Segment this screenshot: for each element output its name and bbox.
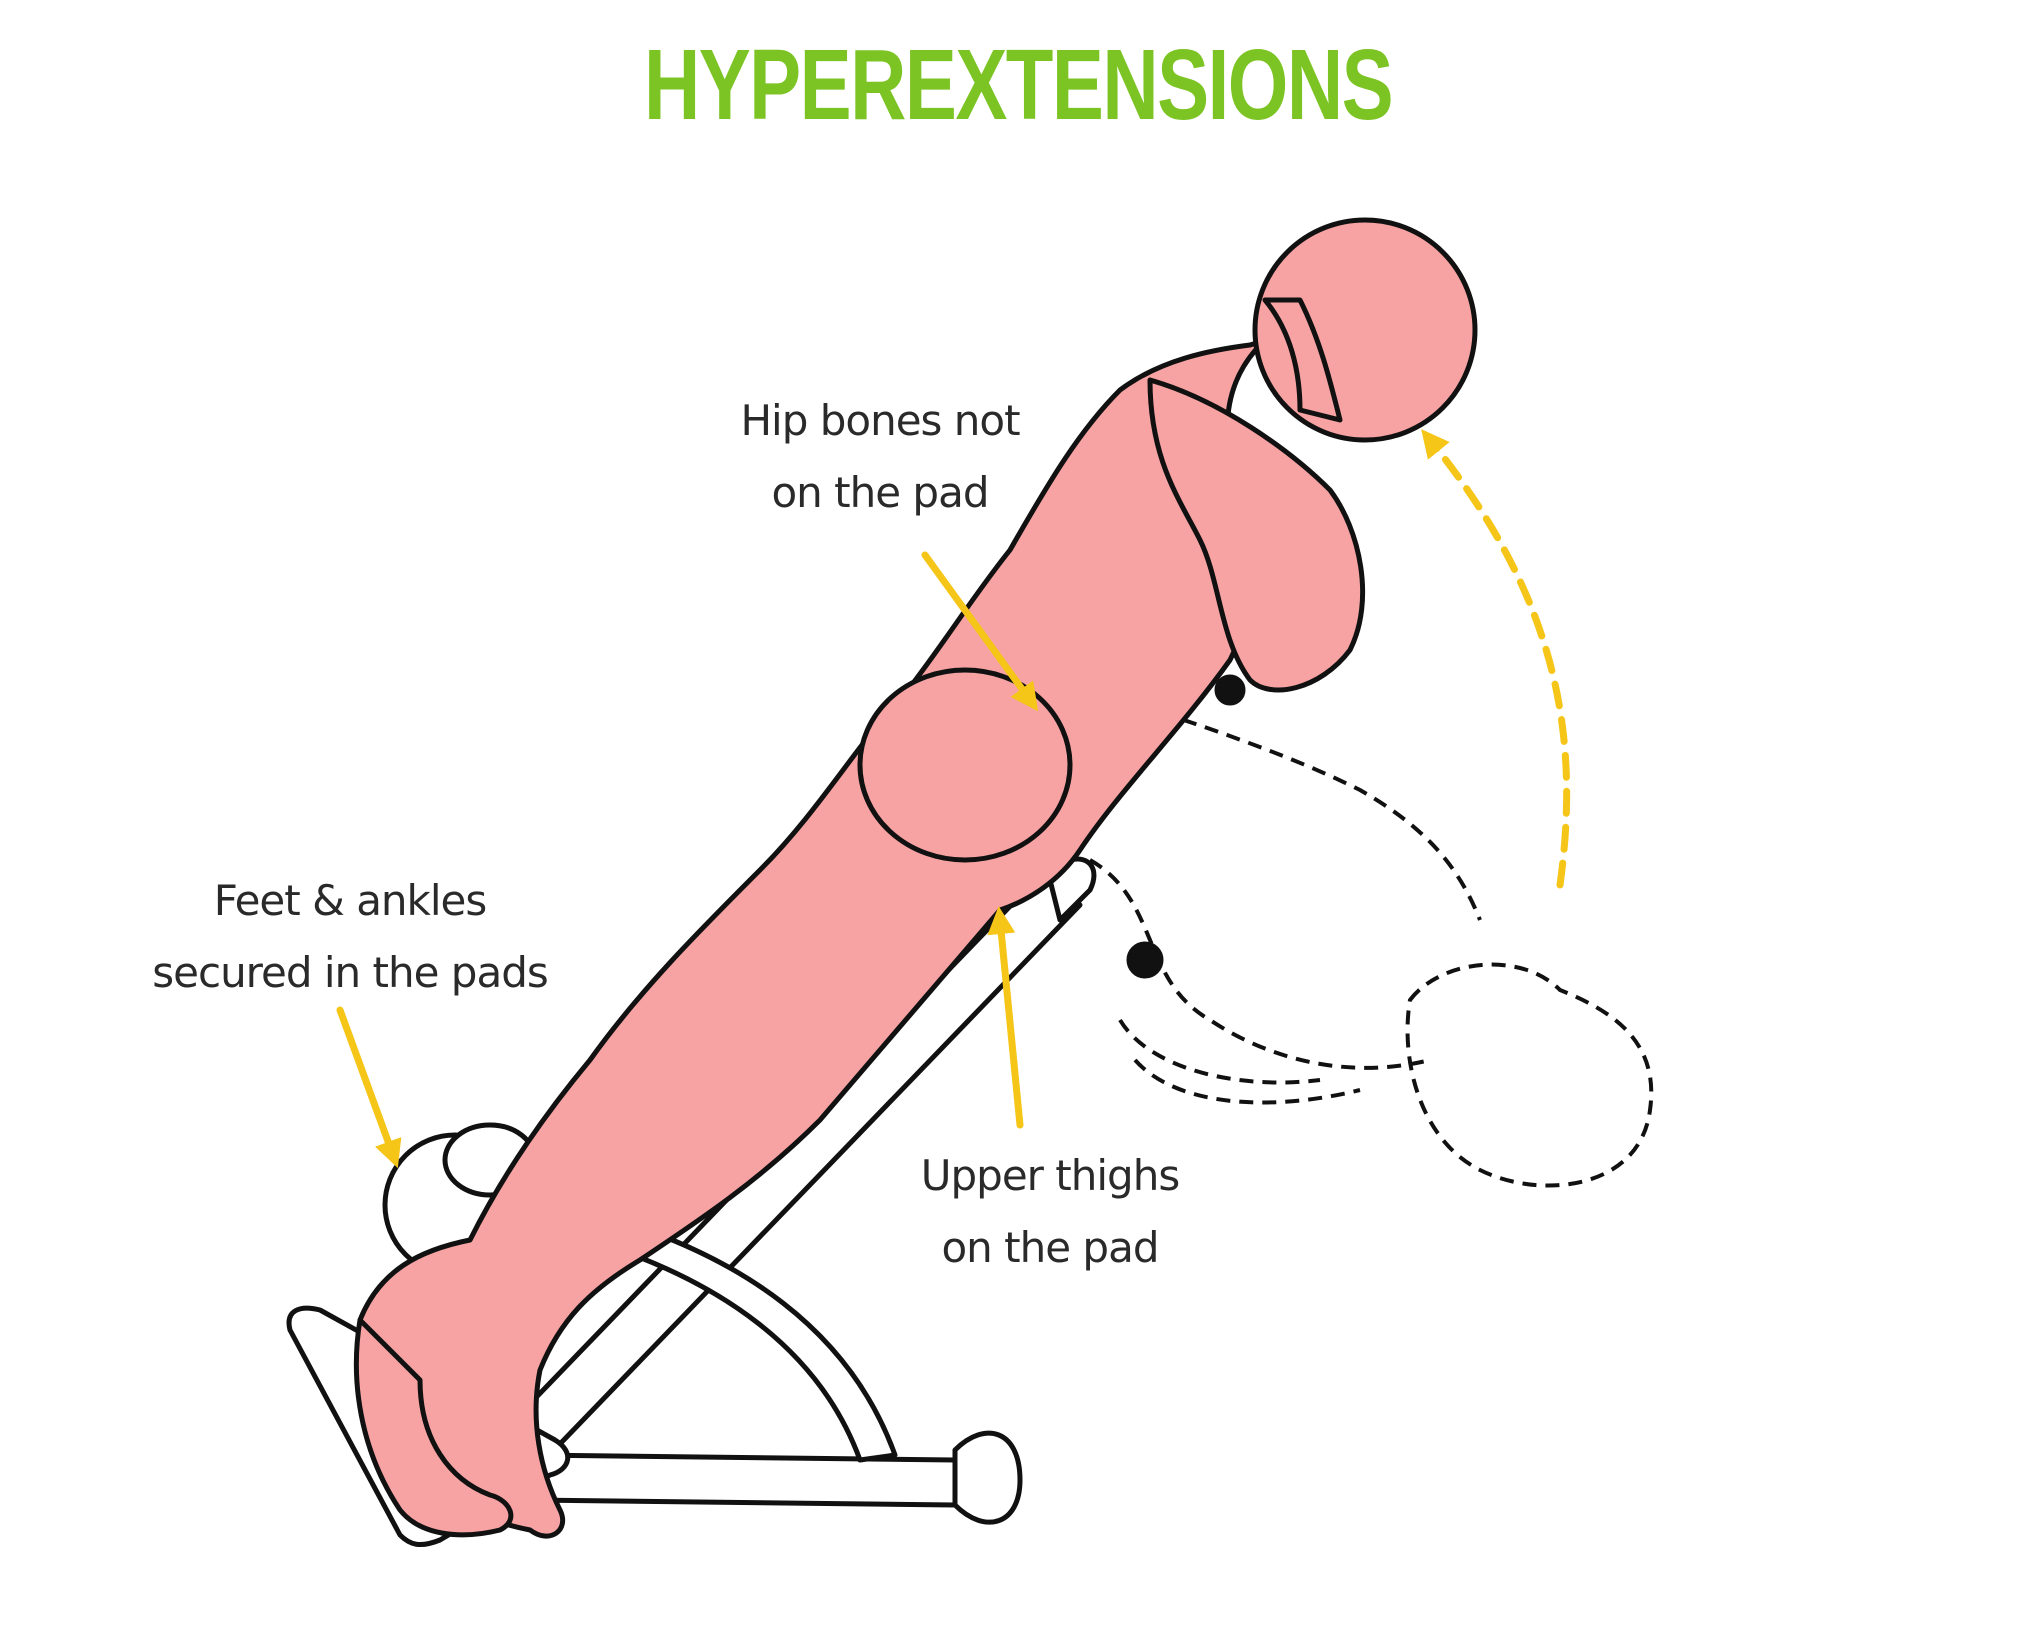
callout-feet-ankles: Feet & ankles secured in the pads xyxy=(150,865,550,1009)
start-position-outline xyxy=(1029,668,1654,1188)
callout-hip-line1: Hip bones not xyxy=(740,396,1020,445)
callout-hip-bones: Hip bones not on the pad xyxy=(700,385,1060,529)
dashed-arms-lower xyxy=(1133,1058,1361,1105)
callout-feet-line1: Feet & ankles xyxy=(213,876,488,925)
figure-foot xyxy=(353,1317,514,1538)
arrow-hip xyxy=(921,551,1039,712)
dashed-arms xyxy=(1118,1018,1321,1085)
callout-thighs-line1: Upper thighs xyxy=(920,1151,1180,1200)
bench-base-bar xyxy=(527,1452,958,1508)
figure-neck xyxy=(1262,297,1343,423)
callout-hip-line2: on the pad xyxy=(771,468,989,517)
athlete-figure xyxy=(353,217,1478,1539)
arrow-movement-arc xyxy=(1421,429,1571,889)
adjuster-knob xyxy=(1126,941,1164,979)
page-title: HYPEREXTENSIONS xyxy=(643,29,1394,141)
dashed-head xyxy=(1405,962,1654,1188)
annotation-arrows xyxy=(336,429,1571,1169)
callout-feet-line2: secured in the pads xyxy=(152,948,548,997)
bench-floor-foot xyxy=(952,1430,1023,1525)
callout-upper-thighs: Upper thighs on the pad xyxy=(880,1140,1220,1284)
arrow-feet xyxy=(336,1006,402,1169)
dashed-torso xyxy=(1029,668,1482,921)
arrow-thighs xyxy=(987,906,1024,1129)
figure-arm xyxy=(1147,377,1366,693)
callout-thighs-line2: on the pad xyxy=(941,1223,1159,1272)
figure-glute xyxy=(857,667,1073,863)
elbow-marker xyxy=(1214,674,1246,706)
